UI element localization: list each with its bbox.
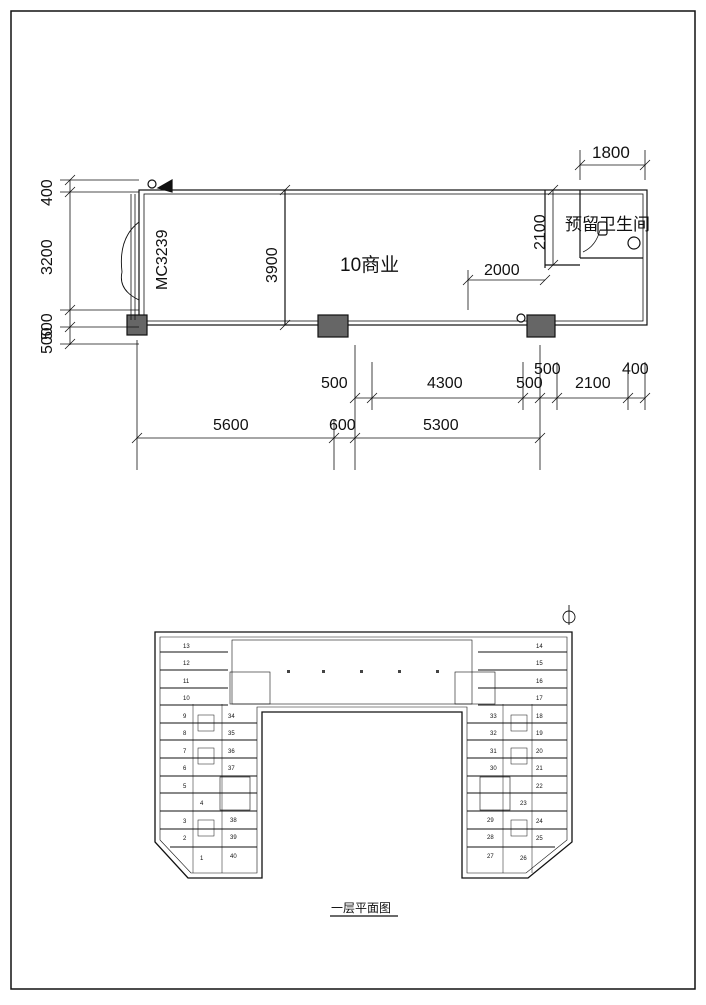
unit-num-26: 26 bbox=[520, 856, 527, 862]
unit-num-6: 6 bbox=[183, 766, 187, 772]
unit-plan bbox=[120, 178, 648, 338]
unit-num-30: 30 bbox=[490, 766, 497, 772]
dim-bottom-2-c: 5300 bbox=[423, 417, 459, 434]
unit-num-10: 10 bbox=[183, 696, 190, 702]
unit-num-34: 34 bbox=[228, 714, 235, 720]
dim-bottom-1-e: 400 bbox=[622, 361, 649, 378]
unit-num-8: 8 bbox=[183, 731, 187, 737]
unit-num-17: 17 bbox=[536, 696, 543, 702]
atrium-columns bbox=[287, 670, 439, 673]
column-3 bbox=[526, 314, 556, 338]
dim-top-bath-width: 1800 bbox=[592, 143, 630, 162]
dim-bottom-1-d: 2100 bbox=[575, 375, 611, 392]
core-left-mid bbox=[219, 776, 251, 811]
washroom-label: 预留卫生间 bbox=[565, 215, 650, 234]
unit-num-9: 9 bbox=[183, 714, 187, 720]
bath-door-swing-icon bbox=[582, 229, 601, 253]
unit-num-3: 3 bbox=[183, 819, 187, 825]
unit-num-24: 24 bbox=[536, 819, 543, 825]
unit-num-1: 1 bbox=[200, 856, 204, 862]
floor-plan-outline bbox=[154, 631, 573, 879]
pipe-icon bbox=[147, 179, 157, 189]
dim-bottom-1-extra: 500 bbox=[534, 361, 561, 378]
floor-drain-icon bbox=[516, 313, 526, 323]
unit-num-40: 40 bbox=[230, 854, 237, 860]
unit-num-25: 25 bbox=[536, 836, 543, 842]
door-label: MC3239 bbox=[154, 229, 171, 290]
dim-bottom-1-a: 500 bbox=[321, 375, 348, 392]
door-swing-bottom bbox=[120, 271, 140, 301]
unit-label: 10商业 bbox=[340, 254, 399, 276]
core-left-top bbox=[229, 671, 271, 705]
unit-num-21: 21 bbox=[536, 766, 543, 772]
basin-icon bbox=[627, 236, 641, 250]
dim-bath-offset: 2000 bbox=[484, 262, 520, 279]
unit-num-5: 5 bbox=[183, 784, 187, 790]
dim-left-top: 400 bbox=[39, 179, 56, 206]
dim-bottom-1-b: 4300 bbox=[427, 375, 463, 392]
unit-num-29: 29 bbox=[487, 818, 494, 824]
floor-plan bbox=[154, 631, 573, 879]
unit-num-13: 13 bbox=[183, 644, 190, 650]
unit-num-37: 37 bbox=[228, 766, 235, 772]
unit-num-18: 18 bbox=[536, 714, 543, 720]
unit-num-33: 33 bbox=[490, 714, 497, 720]
unit-num-14: 14 bbox=[536, 644, 543, 650]
dim-bottom-1-c: 500 bbox=[516, 375, 543, 392]
column-2 bbox=[317, 314, 349, 338]
dim-bottom-2-b: 600 bbox=[329, 417, 356, 434]
dim-room-depth: 3900 bbox=[264, 247, 281, 283]
dim-left-mid: 3200 bbox=[39, 239, 56, 275]
unit-num-11: 11 bbox=[183, 679, 190, 685]
core-right-mid bbox=[479, 776, 511, 811]
dim-bath-depth: 2100 bbox=[532, 214, 549, 250]
unit-num-27: 27 bbox=[487, 854, 494, 860]
unit-num-31: 31 bbox=[490, 749, 497, 755]
unit-num-20: 20 bbox=[536, 749, 543, 755]
unit-num-39: 39 bbox=[230, 835, 237, 841]
unit-num-15: 15 bbox=[536, 661, 543, 667]
toilet-icon bbox=[597, 221, 608, 236]
floorplan-title: 一层平面图 bbox=[331, 901, 391, 915]
unit-num-28: 28 bbox=[487, 835, 494, 841]
door-swing-top bbox=[120, 221, 140, 273]
unit-num-12: 12 bbox=[183, 661, 190, 667]
unit-num-19: 19 bbox=[536, 731, 543, 737]
column-1 bbox=[126, 314, 148, 336]
sheet-border bbox=[10, 10, 696, 990]
unit-num-23: 23 bbox=[520, 801, 527, 807]
dimension-lines bbox=[60, 150, 651, 470]
north-arrow-icon bbox=[562, 605, 576, 625]
arrow-icon bbox=[156, 178, 173, 193]
unit-num-22: 22 bbox=[536, 784, 543, 790]
dim-left-bot2: 500 bbox=[39, 327, 56, 354]
unit-num-16: 16 bbox=[536, 679, 543, 685]
unit-num-7: 7 bbox=[183, 749, 187, 755]
core-right-top bbox=[454, 671, 496, 705]
unit-outer-wall bbox=[138, 189, 648, 326]
unit-num-4: 4 bbox=[200, 801, 204, 807]
dim-left-bot1: 500 bbox=[39, 313, 56, 340]
unit-num-36: 36 bbox=[228, 749, 235, 755]
dim-bottom-2-a: 5600 bbox=[213, 417, 249, 434]
unit-num-2: 2 bbox=[183, 836, 187, 842]
unit-num-38: 38 bbox=[230, 818, 237, 824]
floor-plan-inner-outline bbox=[159, 636, 568, 874]
unit-num-35: 35 bbox=[228, 731, 235, 737]
unit-num-32: 32 bbox=[490, 731, 497, 737]
